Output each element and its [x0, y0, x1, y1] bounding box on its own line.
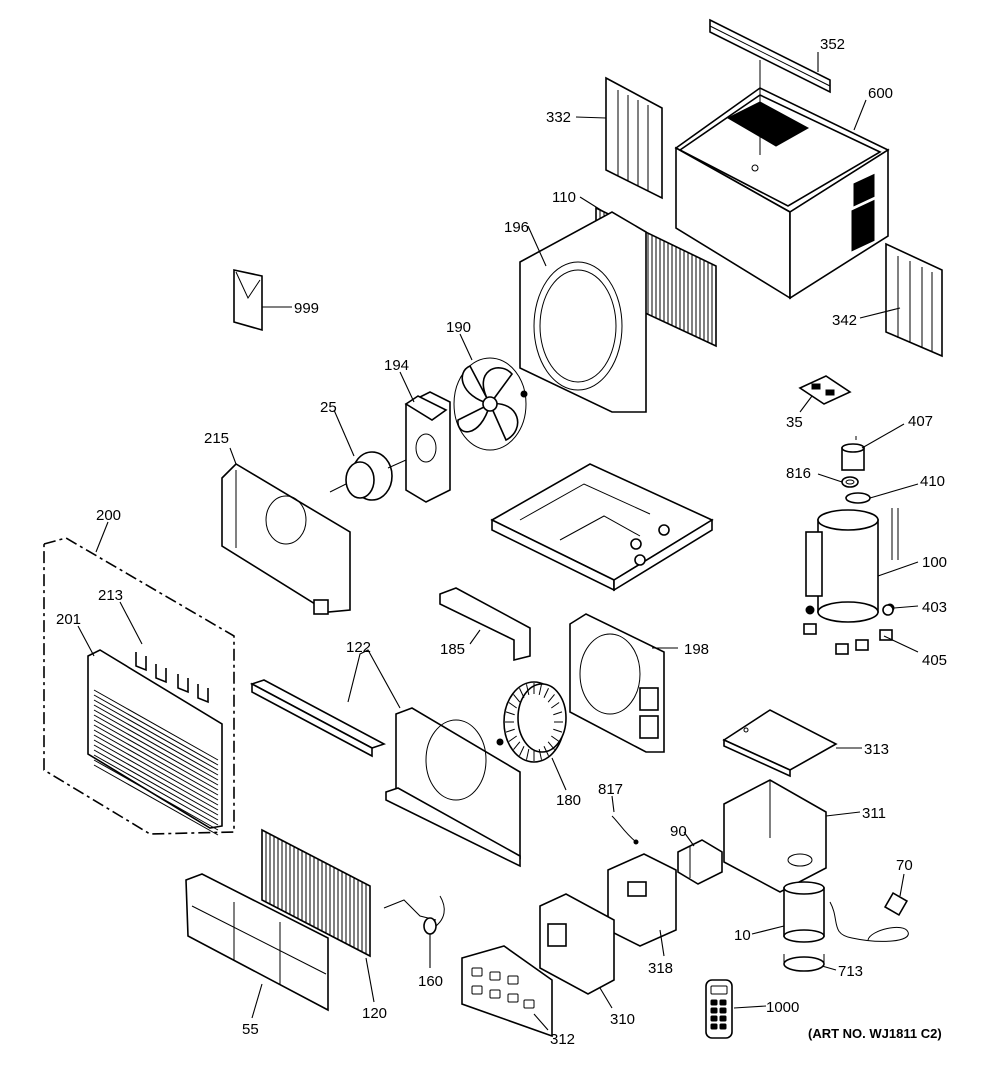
part-120-evaporator: [261, 828, 371, 958]
part-313-control-cover: [722, 709, 838, 778]
callout-198: 198: [684, 641, 709, 658]
part-70-power-cord: [829, 891, 909, 942]
part-403-mount-nut: [882, 604, 894, 616]
part-816-grommet: [841, 476, 859, 488]
part-185-insulation: [439, 587, 531, 662]
part-215-bulkhead: [221, 462, 351, 615]
part-10-capacitor: [783, 881, 825, 943]
callout-403: 403: [922, 599, 947, 616]
callout-312: 312: [550, 1031, 575, 1048]
part-180-blower-wheel: [496, 681, 567, 763]
callout-1000: 1000: [766, 999, 799, 1016]
part-200-front-assembly: [43, 537, 235, 835]
cabinet-side-louvers: [851, 173, 875, 252]
callout-35: 35: [786, 414, 803, 431]
callout-70: 70: [896, 857, 913, 874]
callout-332: 332: [546, 109, 571, 126]
part-90-transformer: [677, 839, 723, 885]
callout-180: 180: [556, 792, 581, 809]
part-817-wire: [611, 815, 639, 845]
part-318-main-board: [607, 853, 677, 947]
part-198-scroll: [569, 613, 665, 753]
part-352-top-rail: [709, 18, 831, 94]
callout-407: 407: [908, 413, 933, 430]
callout-313: 313: [864, 741, 889, 758]
callout-352: 352: [820, 36, 845, 53]
callout-318: 318: [648, 960, 673, 977]
part-122-brackets: [249, 679, 521, 868]
part-35-control-board: [798, 375, 852, 405]
part-713-capacitor-strap: [783, 954, 825, 972]
callout-190: 190: [446, 319, 471, 336]
callout-405: 405: [922, 652, 947, 669]
part-332-side-curtain: [605, 76, 663, 200]
callout-110: 110: [552, 189, 576, 206]
part-213-louver-clips: [135, 652, 209, 704]
callout-201: 201: [56, 611, 81, 628]
callout-194: 194: [384, 357, 409, 374]
callout-90: 90: [670, 823, 687, 840]
callout-817: 817: [598, 781, 623, 798]
part-196-shroud: [519, 211, 647, 413]
callout-213: 213: [98, 587, 123, 604]
base-pan: [490, 463, 714, 592]
callout-310: 310: [610, 1011, 635, 1028]
callout-196: 196: [504, 219, 529, 236]
callout-122: 122: [346, 639, 371, 656]
part-25-fan-motor: [329, 451, 407, 501]
part-410-gasket: [845, 492, 871, 504]
callout-342: 342: [832, 312, 857, 329]
callout-410: 410: [920, 473, 945, 490]
callout-labels: 352 600 332 110 196 999 190 342 194 25 3…: [56, 36, 947, 1048]
callout-816: 816: [786, 465, 811, 482]
callout-200: 200: [96, 507, 121, 524]
part-190-fan-blade: [453, 357, 528, 451]
part-311-control-box: [723, 779, 827, 893]
callout-600: 600: [868, 85, 893, 102]
part-160-thermistor: [383, 895, 445, 935]
leader-lines: [77, 52, 919, 1031]
callout-311: 311: [862, 805, 886, 822]
part-310-control-panel: [539, 893, 615, 995]
callout-10: 10: [734, 927, 751, 944]
callout-100: 100: [922, 554, 947, 571]
art-number: (ART NO. WJ1811 C2): [808, 1026, 942, 1041]
part-100-compressor: [805, 508, 899, 623]
part-342-side-curtain: [885, 242, 943, 358]
part-55-air-filter: [185, 873, 329, 1012]
part-1000-remote-control: [705, 979, 733, 1039]
part-201-front-grille: [87, 649, 223, 836]
part-600-cabinet: [674, 60, 890, 300]
callout-160: 160: [418, 973, 443, 990]
part-194-motor-bracket: [404, 391, 451, 503]
part-405-grommet: [803, 623, 893, 655]
part-999-literature: [233, 269, 263, 332]
callout-215: 215: [204, 430, 229, 447]
part-312-touch-panel: [461, 945, 553, 1038]
callout-713: 713: [838, 963, 863, 980]
callout-55: 55: [242, 1021, 259, 1038]
callout-999: 999: [294, 300, 319, 317]
callout-185: 185: [440, 641, 465, 658]
callout-25: 25: [320, 399, 337, 416]
callout-120: 120: [362, 1005, 387, 1022]
part-407-terminal-cover: [841, 436, 865, 471]
